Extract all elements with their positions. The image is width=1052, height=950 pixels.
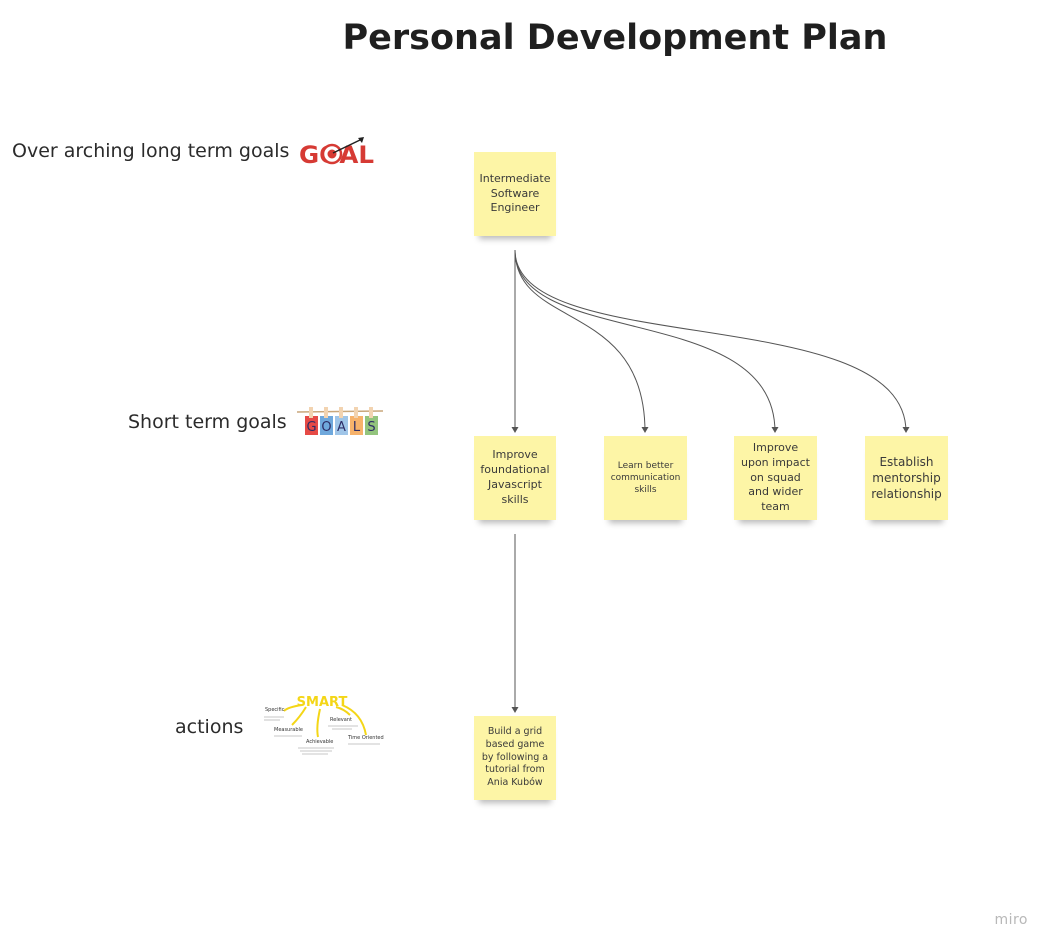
goals-letter: A <box>337 420 346 435</box>
row-label-long-term: Over arching long term goals <box>12 140 290 162</box>
page-title: Personal Development Plan <box>342 18 888 58</box>
sticky-short-goal-javascript[interactable]: Improve foundational Javascript skills <box>474 436 556 520</box>
goals-letter: S <box>367 420 375 435</box>
goals-letter: L <box>353 420 361 435</box>
smart-term-achievable: Achievable <box>306 739 333 745</box>
smart-term-measurable: Measurable <box>274 727 303 733</box>
smart-title: SMART <box>297 695 348 710</box>
sticky-short-goal-communication[interactable]: Learn better communication skills <box>604 436 687 520</box>
row-label-actions: actions <box>175 716 244 738</box>
sticky-short-goal-impact[interactable]: Improve upon impact on squad and wider t… <box>734 436 817 520</box>
smart-term-time-oriented: Time Oriented <box>347 735 384 741</box>
goals-hanging-letters-icon: G O A L S <box>297 407 383 435</box>
sticky-long-term-goal[interactable]: Intermediate Software Engineer <box>474 152 556 236</box>
sticky-action-grid-game[interactable]: Build a grid based game by following a t… <box>474 716 556 800</box>
connector-long-to-goal-2[interactable] <box>514 249 649 433</box>
miro-watermark: miro <box>994 912 1028 928</box>
connector-long-to-goal-3[interactable] <box>514 249 779 433</box>
smart-term-specific: Specific <box>265 707 285 713</box>
sticky-short-goal-mentorship[interactable]: Establish mentorship relationship <box>865 436 948 520</box>
goals-letter: G <box>306 420 316 435</box>
row-label-short-term: Short term goals <box>128 411 287 433</box>
smart-goals-icon: SMART Specific Measurable Achievable Rel… <box>264 695 384 755</box>
connector-long-to-goal-4[interactable] <box>514 249 910 433</box>
goals-letter: O <box>321 420 331 435</box>
smart-term-relevant: Relevant <box>330 717 352 723</box>
